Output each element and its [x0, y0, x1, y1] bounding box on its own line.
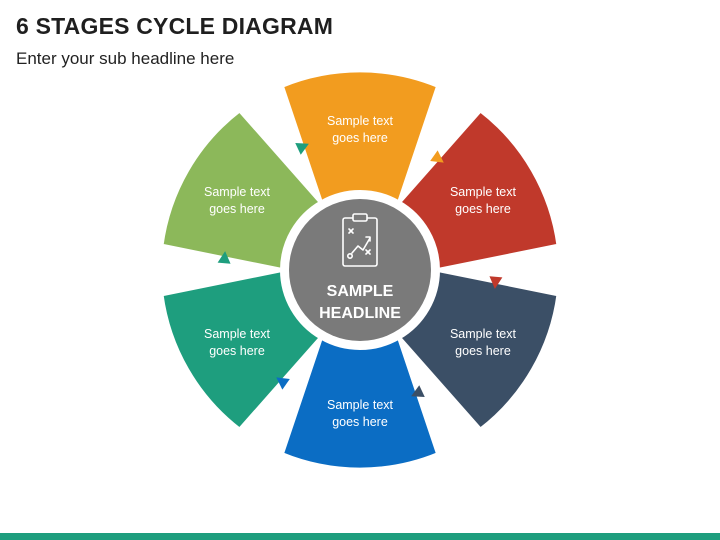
- stage-upper-right-label-line1: Sample text: [450, 185, 517, 199]
- stage-bottom-segment: [279, 335, 441, 472]
- stage-lower-left-label-line1: Sample text: [204, 327, 271, 341]
- center-headline-line2: HEADLINE: [319, 305, 401, 322]
- center-headline-line1: SAMPLE: [327, 283, 394, 300]
- page-subtitle: Enter your sub headline here: [16, 49, 235, 68]
- stage-lower-right-label-line2: goes here: [455, 344, 511, 358]
- stage-lower-right-arrow-icon: [411, 385, 425, 398]
- stage-upper-right-arrow-icon: [489, 276, 503, 289]
- stage-upper-left-arrow-icon: [295, 142, 309, 155]
- stage-bottom-label-line2: goes here: [332, 415, 388, 429]
- arrows-layer: [217, 142, 503, 398]
- stage-lower-right-label-line1: Sample text: [450, 327, 517, 341]
- stage-top-label-line1: Sample text: [327, 114, 394, 128]
- stage-bottom-label-line1: Sample text: [327, 398, 394, 412]
- strategy-clipboard-icon: [342, 213, 378, 267]
- stage-lower-left-segment: [159, 268, 323, 432]
- segments-layer: [159, 68, 561, 472]
- stage-top-arrow-icon: [430, 150, 444, 163]
- stage-lower-right-segment: [397, 268, 561, 432]
- stage-bottom-arrow-icon: [276, 377, 290, 390]
- stage-lower-left-arrow-icon: [217, 251, 231, 264]
- stage-top-segment: [279, 68, 441, 205]
- center-circle: [289, 199, 431, 341]
- stage-upper-left-label-line1: Sample text: [204, 185, 271, 199]
- stage-upper-left-label-line2: goes here: [209, 202, 265, 216]
- stage-lower-left-label-line2: goes here: [209, 344, 265, 358]
- page-title: 6 STAGES CYCLE DIAGRAM: [16, 13, 334, 39]
- footer-bar: [0, 533, 720, 540]
- stage-upper-left-segment: [159, 108, 323, 272]
- stage-upper-right-segment: [397, 108, 561, 272]
- stage-top-label-line2: goes here: [332, 131, 388, 145]
- stage-upper-right-label-line2: goes here: [455, 202, 511, 216]
